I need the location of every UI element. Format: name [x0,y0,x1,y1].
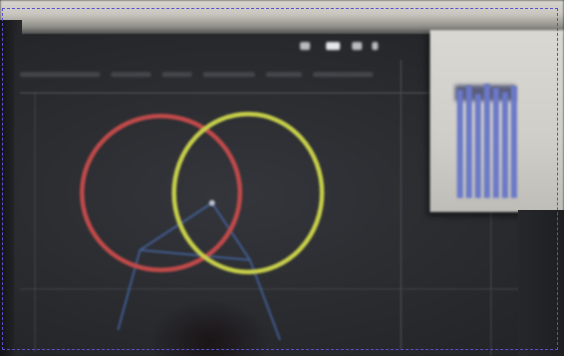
paper-bar [493,88,499,198]
monitor-right-bezel [518,210,564,356]
paper-bar [511,86,517,198]
paper-bar [457,90,463,198]
paper-bar [484,84,490,198]
paper-bar [502,92,508,198]
paper-bar [466,86,472,198]
blue-line [140,250,250,260]
center-point [209,200,215,206]
paper-bars [455,82,521,198]
hand-shadow [150,300,270,356]
paper-bar [475,94,481,198]
red-circle [82,116,240,270]
yellow-circle [174,114,322,272]
